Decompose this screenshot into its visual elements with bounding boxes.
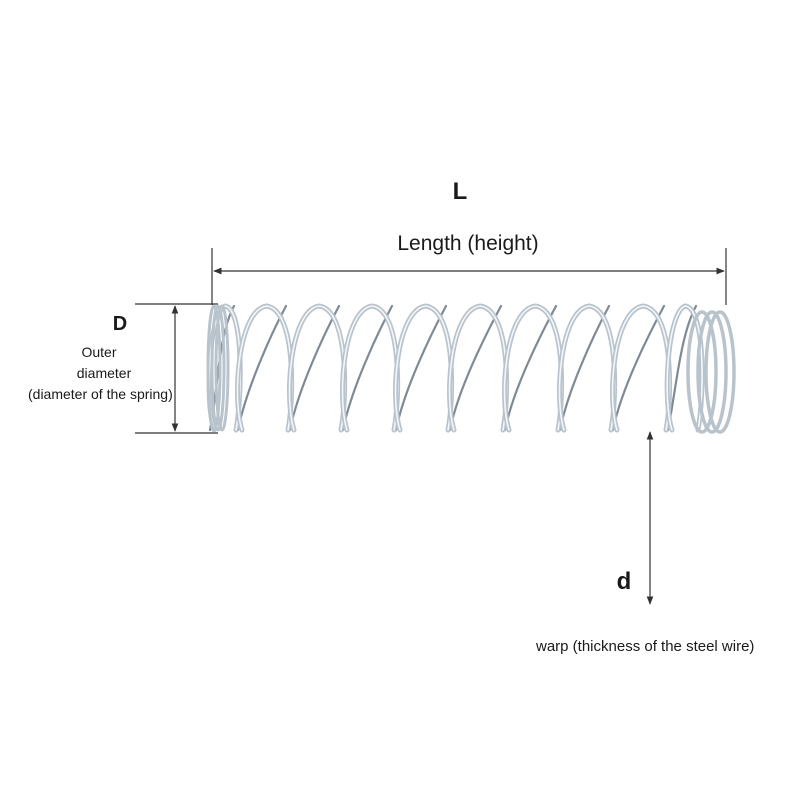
spring-end-ring-right [704, 310, 736, 434]
diameter-symbol: D [112, 313, 128, 335]
outer-label-line2: diameter [76, 365, 132, 381]
wire-thickness-label: warp (thickness of the steel wire) [536, 638, 755, 655]
spring-coil-highlight [611, 305, 671, 431]
length-label: Length (height) [397, 232, 539, 255]
spring-coil-back [236, 304, 288, 432]
spring-coil-highlight [666, 305, 703, 431]
spring-coil-highlight [394, 305, 453, 431]
spring-end-ring-left [214, 304, 230, 432]
length-dimension [211, 248, 727, 305]
spring-coil-back [448, 304, 503, 432]
spring-coil-highlight [236, 305, 293, 431]
spring-coil-back [341, 304, 394, 432]
spring-end-ring-right [696, 310, 728, 434]
length-symbol: L [452, 178, 468, 205]
spring-coil-back [611, 304, 666, 432]
spring-coil-back [503, 304, 558, 432]
spring-coil-highlight [341, 305, 399, 431]
compression-spring [206, 303, 736, 434]
spring-coil-highlight [558, 305, 616, 431]
spring-end-ring-left [210, 304, 226, 432]
outer-label-line1: Outer [81, 344, 117, 360]
spring-coil-back [558, 304, 611, 432]
spring-coil-highlight [288, 305, 346, 431]
spring-coil-back [288, 304, 341, 432]
wire-symbol: d [616, 568, 632, 595]
spring-end-ring-right [686, 310, 718, 434]
spring-coil-highlight [503, 305, 563, 431]
outer-label-line3: (diameter of the spring) [28, 386, 173, 402]
spring-coil-highlight [448, 305, 508, 431]
spring-end-ring-left [206, 304, 222, 432]
outer-diameter-label: Outer diameter (diameter of the spring) [20, 342, 220, 405]
spring-coil-back [394, 304, 448, 432]
outer-diameter-dimension [135, 303, 218, 434]
